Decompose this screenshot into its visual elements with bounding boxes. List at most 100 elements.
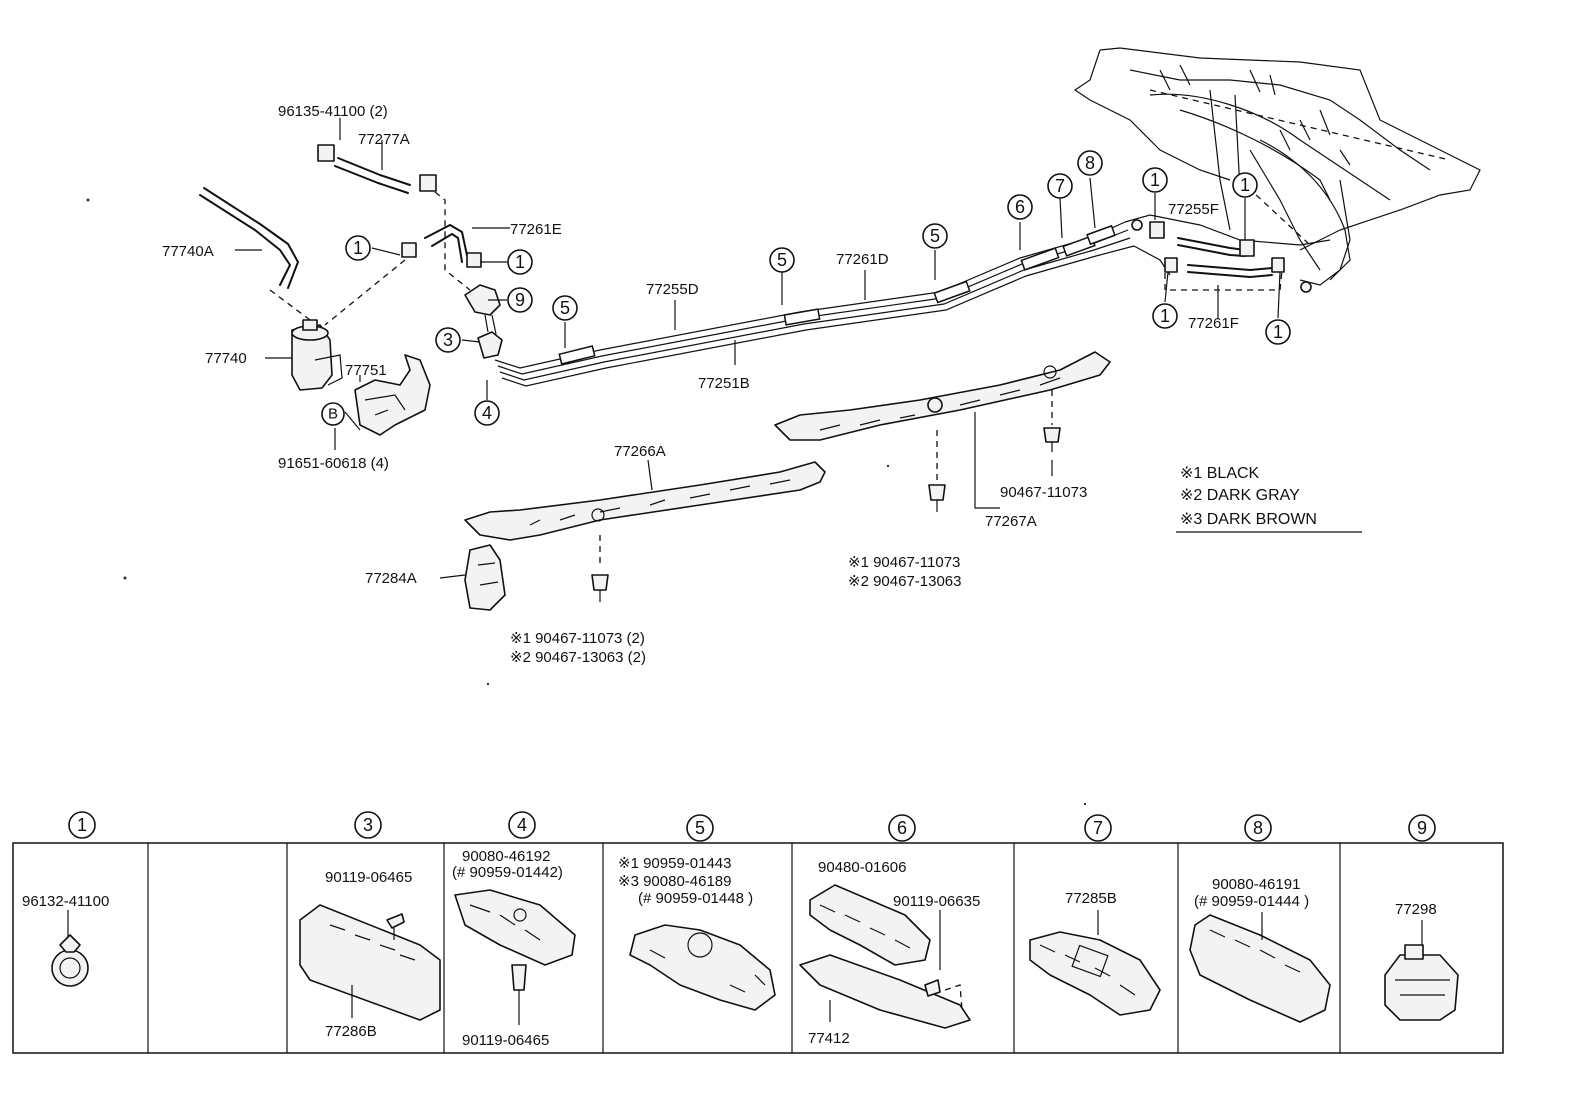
svg-text:4: 4 xyxy=(517,815,527,835)
callout-6: 6 xyxy=(1007,194,1033,220)
table-header-7: 7 xyxy=(1084,814,1112,842)
svg-text:1: 1 xyxy=(1160,306,1170,326)
diagram-callouts: 1 1 9 3 4 B 5 5 5 6 7 8 1 1 1 1 xyxy=(321,150,1291,426)
callout-9: 9 xyxy=(507,287,533,313)
t8-line1: 90080-46191 xyxy=(1212,876,1300,893)
svg-text:5: 5 xyxy=(695,818,705,838)
svg-text:9: 9 xyxy=(1417,818,1427,838)
callout-7: 7 xyxy=(1047,173,1073,199)
label-96135: 96135-41100 (2) xyxy=(278,103,388,120)
fuel-lines xyxy=(494,179,1351,387)
svg-text:3: 3 xyxy=(443,330,453,350)
callout-1-f: 1 xyxy=(1265,319,1291,345)
canister-77740 xyxy=(291,319,343,391)
t3-bottom: 77286B xyxy=(325,1023,377,1040)
t9-part: 77298 xyxy=(1395,901,1437,918)
table-header-9: 9 xyxy=(1408,814,1436,842)
label-77255D: 77255D xyxy=(646,281,699,298)
svg-text:B: B xyxy=(328,406,338,423)
bolts xyxy=(591,390,1061,602)
callout-8: 8 xyxy=(1077,150,1103,176)
table-cell-8: 90080-46191 (# 90959-01444 ) xyxy=(1189,876,1331,1023)
label-mid-note1: ※1 90467-11073 xyxy=(848,554,960,571)
hose-77261E xyxy=(324,224,482,326)
part-labels: 96135-41100 (2) 77277A 77261E 77740A 777… xyxy=(162,103,1239,666)
table-cell-9: 77298 xyxy=(1384,901,1459,1021)
label-77740A: 77740A xyxy=(162,243,214,260)
protector-77266A xyxy=(464,461,826,541)
table-header-8: 8 xyxy=(1244,814,1272,842)
label-77277A: 77277A xyxy=(358,131,410,148)
label-77751: 77751 xyxy=(345,362,387,379)
svg-text:6: 6 xyxy=(1015,197,1025,217)
connectors-near-9 xyxy=(464,284,503,359)
legend-dark-brown: ※3 DARK BROWN xyxy=(1180,511,1317,528)
svg-text:3: 3 xyxy=(363,815,373,835)
callout-1-a: 1 xyxy=(345,235,371,261)
callout-1-e: 1 xyxy=(1152,303,1178,329)
t4-top1: 90080-46192 xyxy=(462,848,550,865)
hose-77277A xyxy=(317,144,471,291)
bracket-77284A xyxy=(464,544,506,611)
t5-line3: (# 90959-01448 ) xyxy=(638,890,753,907)
table-header-3: 3 xyxy=(354,811,382,839)
svg-text:8: 8 xyxy=(1085,153,1095,173)
label-77284A: 77284A xyxy=(365,570,417,587)
t1-part: 96132-41100 xyxy=(22,893,109,910)
label-mid-note2: ※2 90467-13063 xyxy=(848,573,962,590)
table-header-1: 1 xyxy=(68,811,96,839)
label-77251B: 77251B xyxy=(698,375,750,392)
table-cell-7: 77285B xyxy=(1029,890,1161,1016)
t6-bottom: 77412 xyxy=(808,1030,850,1047)
scan-specks xyxy=(86,198,1087,806)
t6-mid: 90119-06635 xyxy=(893,893,980,910)
svg-text:9: 9 xyxy=(515,290,525,310)
label-77266A: 77266A xyxy=(614,443,666,460)
t6-top: 90480-01606 xyxy=(818,859,906,876)
svg-text:5: 5 xyxy=(777,250,787,270)
parts-table xyxy=(12,842,1504,1054)
protector-77267A xyxy=(774,351,1111,441)
table-cell-6: 90480-01606 90119-06635 77412 xyxy=(799,859,980,1047)
callout-4: 4 xyxy=(474,400,500,426)
table-header-6: 6 xyxy=(888,814,916,842)
label-90467-right: 90467-11073 xyxy=(1000,484,1087,501)
svg-text:1: 1 xyxy=(1150,170,1160,190)
svg-text:7: 7 xyxy=(1093,818,1103,838)
svg-text:6: 6 xyxy=(897,818,907,838)
fuel-tank-illustration xyxy=(1073,47,1481,281)
callout-5-b: 5 xyxy=(769,247,795,273)
t7-part: 77285B xyxy=(1065,890,1117,907)
label-77740: 77740 xyxy=(205,350,247,367)
callout-B: B xyxy=(321,402,345,426)
hose-77740A xyxy=(199,187,311,321)
table-header-5: 5 xyxy=(686,814,714,842)
tank-hoses xyxy=(1131,219,1312,293)
callout-1-d: 1 xyxy=(1232,172,1258,198)
color-legend: ※1 BLACK ※2 DARK GRAY ※3 DARK BROWN xyxy=(1176,465,1362,533)
svg-text:8: 8 xyxy=(1253,818,1263,838)
svg-text:4: 4 xyxy=(482,403,492,423)
label-91651: 91651-60618 (4) xyxy=(278,455,389,472)
legend-dark-gray: ※2 DARK GRAY xyxy=(1180,487,1300,504)
svg-text:5: 5 xyxy=(930,226,940,246)
table-header-4: 4 xyxy=(508,811,536,839)
table-headers: 1 3 4 5 6 7 8 9 xyxy=(68,811,1436,842)
leader-lines xyxy=(235,118,1281,579)
callout-1-c: 1 xyxy=(1142,167,1168,193)
svg-text:1: 1 xyxy=(1273,322,1283,342)
t3-top: 90119-06465 xyxy=(325,869,412,886)
svg-text:7: 7 xyxy=(1055,176,1065,196)
table-cell-1: 96132-41100 xyxy=(22,893,109,987)
svg-text:5: 5 xyxy=(560,298,570,318)
t8-line2: (# 90959-01444 ) xyxy=(1194,893,1309,910)
t4-top2: (# 90959-01442) xyxy=(452,864,563,881)
svg-text:1: 1 xyxy=(353,238,363,258)
legend-black: ※1 BLACK xyxy=(1180,465,1260,482)
label-low-note1: ※1 90467-11073 (2) xyxy=(510,630,645,647)
line-clamps xyxy=(558,224,1116,365)
svg-text:1: 1 xyxy=(77,815,87,835)
table-cell-4: 90080-46192 (# 90959-01442) 90119-06465 xyxy=(452,848,576,1049)
callout-5-c: 5 xyxy=(922,223,948,249)
